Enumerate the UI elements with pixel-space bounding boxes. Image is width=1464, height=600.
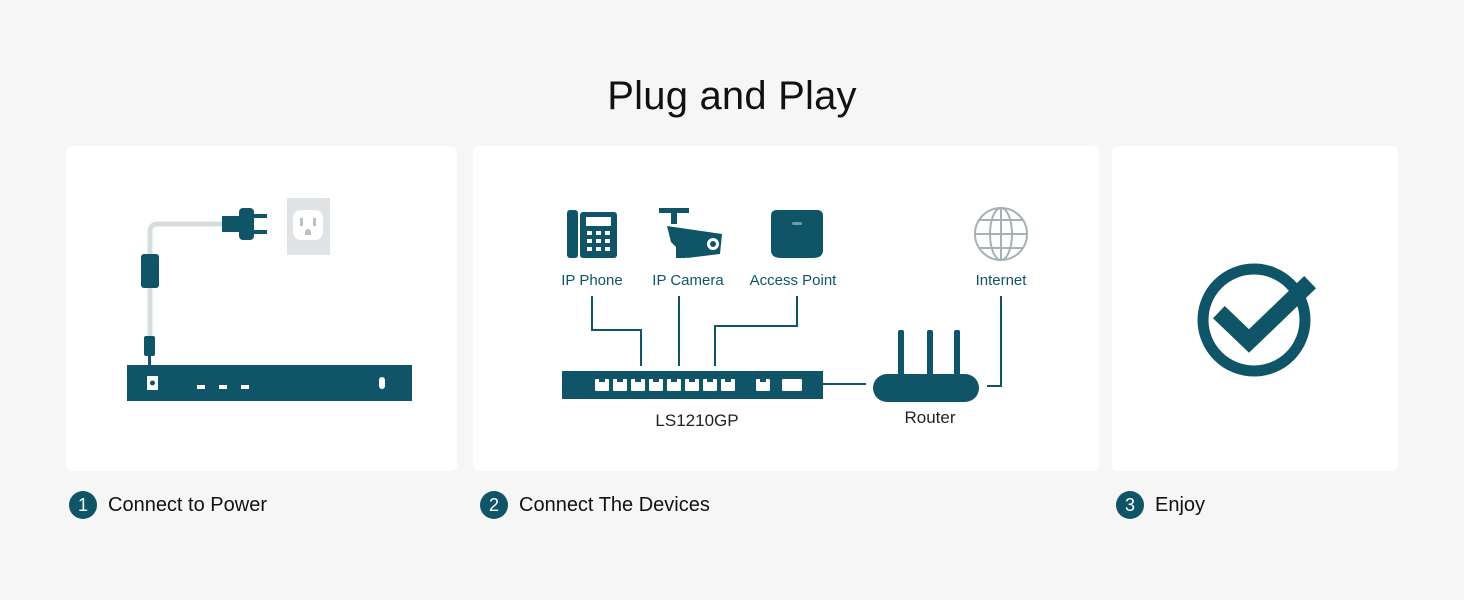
router-label: Router: [904, 408, 955, 427]
check-circle-icon: [1197, 263, 1317, 377]
ip-camera-label: IP Camera: [652, 272, 724, 289]
step-number: 2: [480, 491, 508, 519]
connection-lines: [591, 296, 1002, 387]
power-panel: [66, 146, 457, 471]
step-label: Enjoy: [1155, 493, 1206, 516]
switch-model-label: LS1210GP: [655, 411, 738, 430]
ip-phone-label: IP Phone: [561, 272, 622, 289]
power-cable-icon: [141, 208, 267, 366]
globe-icon: [974, 207, 1028, 261]
step-label: Connect to Power: [108, 493, 267, 516]
ip-camera-icon: [659, 208, 722, 258]
step-label: Connect The Devices: [519, 493, 710, 516]
step-1: 1 Connect to Power: [69, 491, 267, 519]
switch-front-icon: [562, 371, 823, 399]
router-icon: [873, 330, 979, 402]
wall-outlet-icon: [287, 198, 330, 255]
enjoy-panel: [1112, 146, 1398, 471]
power-illustration: [127, 198, 412, 401]
switch-rear-icon: [127, 365, 412, 401]
access-point-label: Access Point: [750, 272, 838, 289]
page-title: Plug and Play: [607, 74, 857, 118]
step-3: 3 Enjoy: [1116, 491, 1205, 519]
network-diagram: IP Phone IP Camera Access Point Internet: [561, 207, 1028, 430]
step-2: 2 Connect The Devices: [480, 491, 710, 519]
check-illustration: [1197, 263, 1317, 377]
devices-panel: IP Phone IP Camera Access Point Internet: [473, 146, 1099, 471]
access-point-icon: [771, 210, 823, 258]
step-number: 1: [69, 491, 97, 519]
step-number: 3: [1116, 491, 1144, 519]
internet-label: Internet: [976, 272, 1028, 289]
ip-phone-icon: [567, 210, 617, 258]
